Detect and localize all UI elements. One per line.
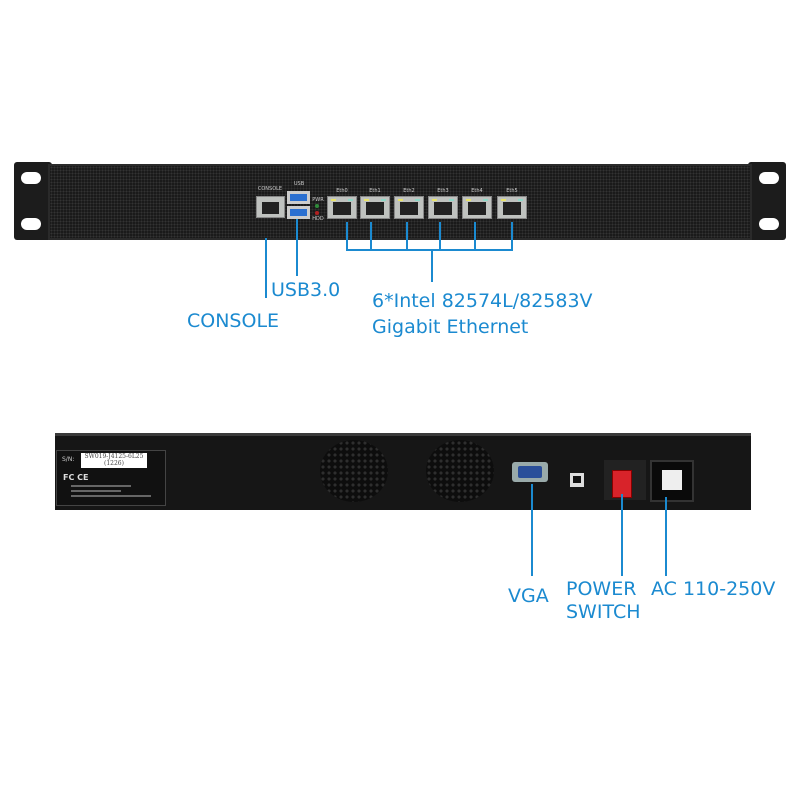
console-port xyxy=(256,196,285,218)
sticker-text-line xyxy=(71,495,151,497)
eth4-port xyxy=(462,196,492,219)
vga-port xyxy=(512,462,548,482)
eth5-port xyxy=(497,196,527,219)
sticker-text-line xyxy=(71,485,131,487)
usb-callout-line xyxy=(296,219,298,276)
usb-port-label: USB xyxy=(293,181,305,187)
mount-hole xyxy=(21,218,41,230)
eth2-label: Eth2 xyxy=(403,188,415,194)
vga-callout: VGA xyxy=(508,585,549,607)
eth5-label: Eth5 xyxy=(506,188,518,194)
ethernet-callout-bracket xyxy=(346,249,513,251)
serial-sticker: S/N: SW019-J4125-6L25 (1226) FC CE xyxy=(56,450,166,506)
ac-inlet xyxy=(650,460,694,502)
serial-number: SW019-J4125-6L25 xyxy=(84,453,144,460)
front-panel: CONSOLE USB PWR HDD Eth0 Eth1 Eth2 Eth3 … xyxy=(14,162,786,338)
ac-callout: AC 110-250V xyxy=(651,578,776,600)
fan-vent-left xyxy=(320,440,388,502)
sn-label: S/N: xyxy=(62,456,75,463)
eth-callout-tick xyxy=(439,222,441,251)
eth3-label: Eth3 xyxy=(437,188,449,194)
vga-callout-line xyxy=(531,484,533,576)
eth0-port xyxy=(327,196,357,219)
eth0-label: Eth0 xyxy=(336,188,348,194)
usb-port-lower xyxy=(287,206,310,219)
mount-hole xyxy=(759,218,779,230)
serial-label: SW019-J4125-6L25 (1226) xyxy=(81,453,147,468)
mount-hole xyxy=(21,172,41,184)
power-callout-line1: POWER xyxy=(566,578,637,600)
console-port-label: CONSOLE xyxy=(257,186,283,192)
pwr-led-label: PWR xyxy=(312,197,324,203)
front-chassis xyxy=(48,164,752,240)
cert-logos: FC CE xyxy=(63,473,89,482)
power-callout-line xyxy=(621,494,623,576)
sticker-text-line xyxy=(71,490,121,492)
pwr-led xyxy=(315,204,319,208)
ethernet-callout-stem xyxy=(431,249,433,282)
eth4-label: Eth4 xyxy=(471,188,483,194)
eth1-port xyxy=(360,196,390,219)
eth1-label: Eth1 xyxy=(369,188,381,194)
eth-callout-tick xyxy=(511,222,513,251)
eth3-port xyxy=(428,196,458,219)
ethernet-callout-line2: Gigabit Ethernet xyxy=(372,316,529,338)
mount-hole xyxy=(759,172,779,184)
fan-vent-right xyxy=(426,440,494,502)
rj11-port xyxy=(570,473,584,487)
hdd-led xyxy=(315,211,319,215)
eth2-port xyxy=(394,196,424,219)
power-callout-line2: SWITCH xyxy=(566,601,641,623)
console-callout-line xyxy=(265,238,267,298)
console-callout: CONSOLE xyxy=(187,310,280,332)
eth-callout-tick xyxy=(370,222,372,251)
ac-callout-line xyxy=(665,497,667,576)
hdd-led-label: HDD xyxy=(312,216,324,222)
eth-callout-tick xyxy=(406,222,408,251)
ethernet-callout-line1: 6*Intel 82574L/82583V xyxy=(372,290,593,312)
usb-callout: USB3.0 xyxy=(271,279,341,301)
eth-callout-tick xyxy=(474,222,476,251)
serial-sub: (1226) xyxy=(104,460,124,467)
usb-port-upper xyxy=(287,191,310,204)
eth-callout-tick xyxy=(346,222,348,251)
